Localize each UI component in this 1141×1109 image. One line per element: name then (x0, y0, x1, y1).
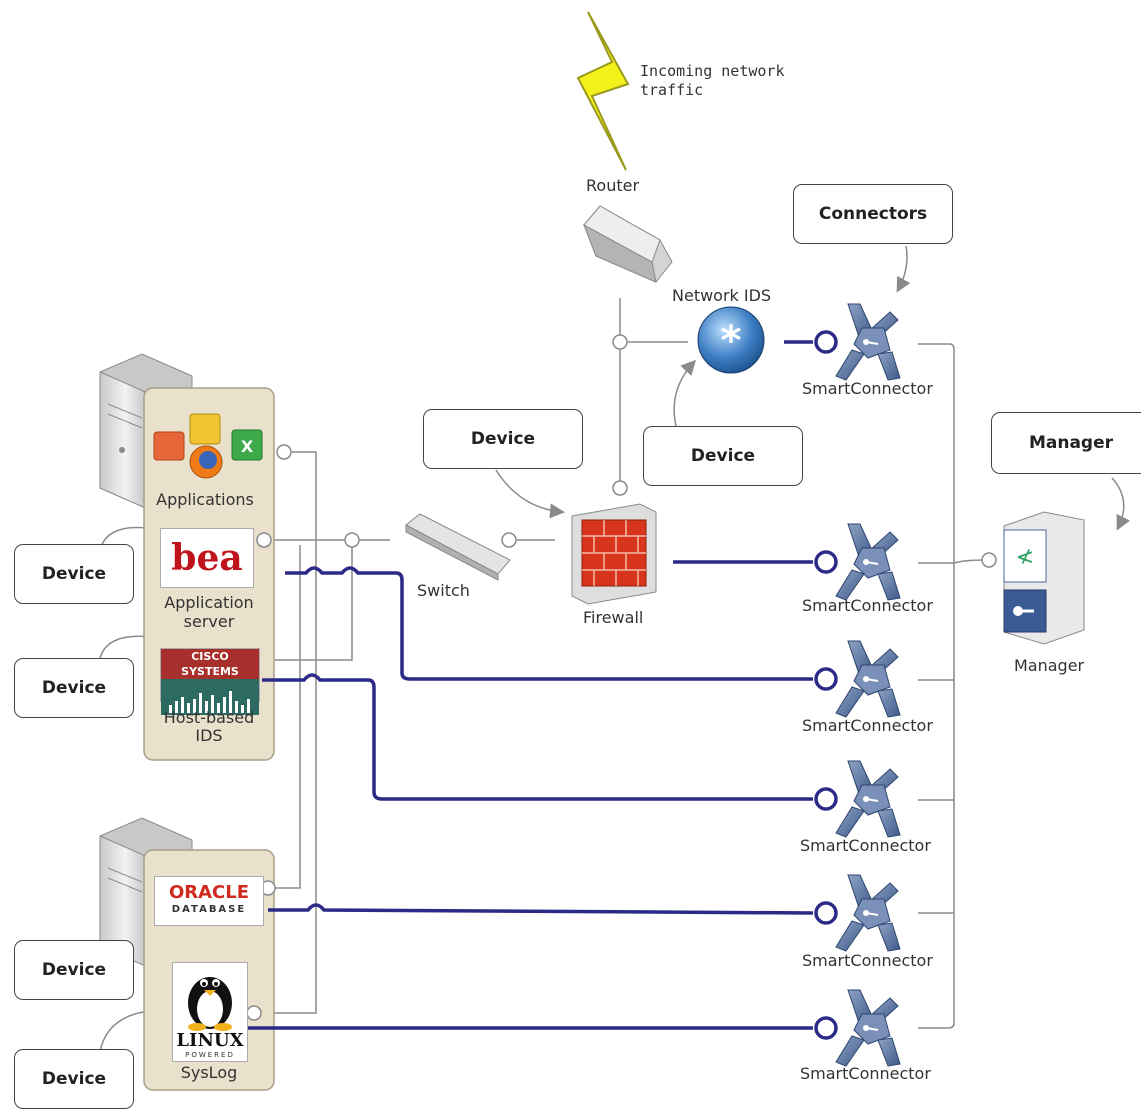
switch-icon (405, 513, 511, 581)
network-ids-label: Network IDS (672, 286, 772, 305)
manager-server-icon: ≮ (1003, 511, 1085, 645)
connectors-callout: Connectors (793, 184, 953, 244)
connector-links (245, 340, 814, 1030)
device-callout-app-server: Device (14, 544, 134, 604)
smartconnector-label: SmartConnector (802, 951, 933, 970)
firewall-icon (571, 503, 657, 605)
syslog-label: SysLog (180, 1063, 238, 1082)
smartconnector-icon (835, 989, 901, 1067)
device-callout-oracle: Device (14, 940, 134, 1000)
tux-penguin-icon (188, 977, 232, 1031)
network-lines (258, 298, 986, 1029)
smartconnector-icon (835, 760, 901, 838)
smartconnector-label: SmartConnector (802, 379, 933, 398)
office-apps-icon: X (153, 413, 263, 479)
linux-logo: LINUX POWERED (172, 962, 248, 1062)
bea-logo: bea (160, 528, 254, 588)
smartconnector-label: SmartConnector (800, 1064, 931, 1083)
oracle-logo: ORACLE DATABASE (154, 876, 264, 926)
smartconnector-icon (835, 303, 901, 381)
traffic-label: Incoming network traffic (640, 62, 785, 99)
smartconnector-icon (835, 640, 901, 718)
smartconnector-icon (835, 874, 901, 952)
manager-callout: Manager (991, 412, 1141, 474)
device-callout-network-ids: Device (643, 426, 803, 486)
lightning-icon (576, 11, 630, 171)
smartconnector-label: SmartConnector (802, 716, 933, 735)
device-callout-hids: Device (14, 658, 134, 718)
smartconnector-icons (835, 303, 901, 1067)
smartconnector-label: SmartConnector (800, 836, 931, 855)
smartconnector-icon (835, 523, 901, 601)
network-junctions (246, 334, 997, 1021)
smartconnector-label: SmartConnector (802, 596, 933, 615)
applications-label: Applications (156, 490, 254, 509)
cisco-logo: CISCO SYSTEMS (160, 648, 260, 715)
hids-label: Host-based IDS (163, 708, 255, 745)
manager-label: Manager (1014, 656, 1085, 675)
svg-text:*: * (721, 318, 742, 364)
cisco-bars-icon (161, 679, 259, 715)
firewall-label: Firewall (583, 608, 644, 627)
svg-text:≮: ≮ (1016, 545, 1034, 570)
connector-ports (814, 330, 838, 1040)
svg-text:X: X (241, 437, 254, 456)
router-icon (583, 205, 673, 283)
app-server-label: Application server (164, 593, 254, 631)
device-callout-firewall: Device (423, 409, 583, 469)
switch-label: Switch (417, 581, 470, 600)
device-callout-syslog: Device (14, 1049, 134, 1109)
router-label: Router (586, 176, 640, 195)
network-ids-icon: * (697, 306, 765, 374)
